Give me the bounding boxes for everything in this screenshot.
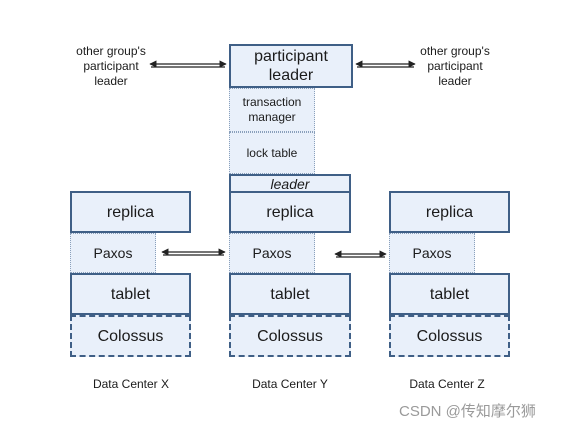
transaction-manager-box: transaction manager <box>229 88 315 132</box>
replica-box-y: replica <box>229 191 351 233</box>
replica-box-z: replica <box>389 191 510 233</box>
colossus-box-y: Colossus <box>229 315 351 357</box>
tablet-box-x: tablet <box>70 273 191 315</box>
datacenter-label-z: Data Center Z <box>409 377 485 391</box>
paxos-box-y: Paxos <box>229 233 315 273</box>
replica-box-x: replica <box>70 191 191 233</box>
paxos-box-x: Paxos <box>70 233 156 273</box>
datacenter-label-y: Data Center Y <box>252 377 328 391</box>
other-group-leader-right: other group's participant leader <box>420 44 490 88</box>
watermark: CSDN @传知摩尔狮 <box>399 403 536 420</box>
colossus-box-x: Colossus <box>70 315 191 357</box>
paxos-box-z: Paxos <box>389 233 475 273</box>
datacenter-label-x: Data Center X <box>92 377 170 391</box>
tablet-box-z: tablet <box>389 273 510 315</box>
other-group-leader-left: other group's participant leader <box>76 44 146 88</box>
colossus-box-z: Colossus <box>389 315 510 357</box>
tablet-box-y: tablet <box>229 273 351 315</box>
lock-table-box: lock table <box>229 132 315 174</box>
participant-leader-box: participant leader <box>229 44 353 88</box>
